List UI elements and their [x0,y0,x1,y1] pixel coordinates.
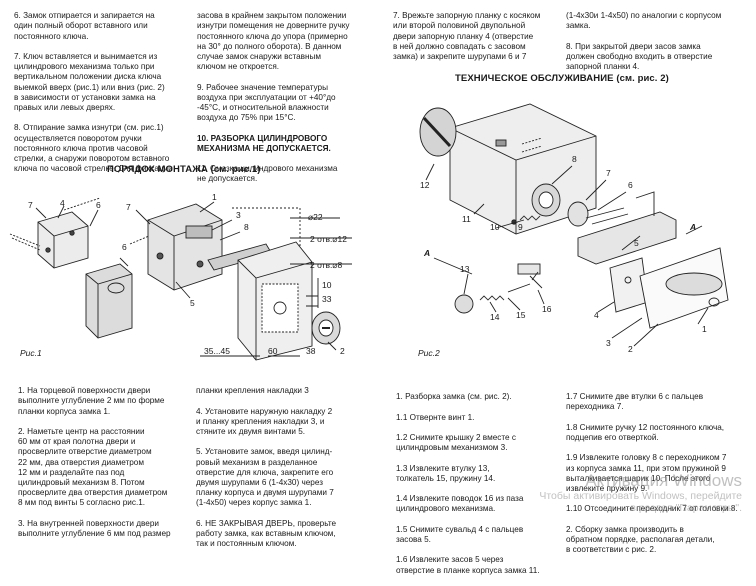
fig1-label-6a: 6 [96,200,101,210]
paragraph: 1.5 Снимите сувальд 4 с пальцев засова 5… [396,524,524,545]
fig2-label-11: 11 [462,214,471,224]
fig2-label-12: 12 [420,180,430,190]
inner-plate-shape [37,211,89,269]
fig2-label-8: 8 [572,154,577,164]
paragraph: 7. Врежьте запорную планку с косяком или… [393,11,541,62]
paragraph: 5. Установите замок, введя цилинд- ровый… [196,447,334,508]
column3-top: 7. Врежьте запорную планку с косяком или… [393,1,573,72]
bold-warning: 10. РАЗБОРКА ЦИЛИНДРОВОГО МЕХАНИЗМА НЕ Д… [197,133,331,153]
fig1-dim-10: 10 [322,280,332,290]
fig1-dim-38: 38 [306,346,316,356]
fig2-label-4: 4 [594,310,599,320]
fig2-label-3: 3 [606,338,611,348]
fig2-view-a-left: А [423,248,430,258]
fig1-label-4: 4 [60,198,65,208]
paragraph: 11. Смазка цилиндрового механизма не доп… [197,164,338,184]
bolt-shape [577,211,677,265]
paragraph: 8. Отпирание замка изнутри (см. рис.1) о… [14,123,173,174]
figure-1-caption: Рис.1 [20,348,42,358]
paragraph: 1.8 Снимите ручку 12 постоянного ключа, … [566,422,725,443]
fig1-dim-12: 2 отв.⌀12 [310,234,347,244]
fig2-label-7: 7 [606,168,611,178]
fig1-dim-33: 33 [322,294,332,304]
column2-bottom: планки крепления накладки 3 4. Установит… [196,376,378,560]
paragraph: 6. НЕ ЗАКРЫВАЯ ДВЕРЬ, проверьте работу з… [196,518,337,549]
paragraph: 1.4 Извлеките поводок 16 из паза цилиндр… [396,494,524,514]
paragraph: 1.10 Отсоедините переходник 7 от головки… [566,504,738,514]
paragraph: 7. Ключ вставляется и вынимается из цили… [14,52,165,113]
paragraph: засова в крайнем закрытом положении изну… [197,11,350,72]
fig2-label-9: 9 [518,222,523,232]
fig2-label-2: 2 [628,344,633,354]
fig1-label-5: 5 [190,298,195,308]
paragraph: планки крепления накладки 3 [196,386,309,396]
paragraph: 1.3 Извлеките втулку 13, толкатель 15, п… [396,463,496,483]
watermark-subtitle: Чтобы активировать Windows, перейдите в … [539,490,742,514]
column4-top: (1-4х30и 1-4х50) по аналогии с корпусом … [566,1,751,83]
manual-page: 6. Замок отпирается и запирается на один… [9,1,751,575]
watermark-title: Активация Windows [585,471,742,490]
column1-top: 6. Замок отпирается и запирается на один… [14,1,194,185]
paragraph: 1.2 Снимите крышку 2 вместе с цилиндровы… [396,433,516,453]
paragraph: 3. На внутренней поверхности двери выпол… [18,518,171,539]
fig1-label-1: 1 [212,192,217,202]
fig2-label-16: 16 [542,304,552,314]
windows-activation-watermark: Активация Windows Чтобы активировать Win… [532,471,742,514]
fig2-label-6: 6 [628,180,633,190]
fig2-label-5: 5 [634,238,639,248]
paragraph: 9. Рабочее значение температуры воздуха … [197,82,336,123]
paragraph: 1.1 Отвернте винт 1. [396,412,475,422]
paragraph: 1.6 Извлеките засов 5 через отверстие в … [396,555,540,575]
lock-body-shape [147,203,223,291]
paragraph: 1. Разборка замка (см. рис. 2). [396,392,512,402]
fig1-dim-22: ⌀22 [308,212,323,222]
handle-shape [85,263,133,339]
fig1-dim-35-45: 35...45 [204,346,230,356]
fig2-label-13: 13 [460,264,470,274]
fig1-dim-8: 2 отв.⌀8 [310,260,343,270]
fig2-label-15: 15 [516,310,526,320]
fig2-label-10: 10 [490,222,500,232]
fig1-label-8: 8 [244,222,249,232]
paragraph: 1. На торцевой поверхности двери выполни… [18,386,165,416]
fig1-dim-60: 60 [268,346,278,356]
fig1-label-2: 2 [340,346,345,356]
paragraph: 1.7 Снимите две втулки 6 с пальцев перех… [566,392,704,412]
figure-1-assembly-drawing: 7 4 6 7 1 3 8 6 ⌀22 2 отв.⌀12 2 отв.⌀8 5… [9,192,352,361]
figure-2-exploded-drawing: 12 11 8 7 6 10 9 13 14 15 16 5 4 3 2 1 А… [419,103,729,354]
fig1-label-6b: 6 [122,242,127,252]
maintenance-heading: ТЕХНИЧЕСКОЕ ОБСЛУЖИВАНИЕ (см. рис. 2) [455,73,669,84]
paragraph: (1-4х30и 1-4х50) по аналогии с корпусом … [566,11,722,31]
fig2-view-a-right: А [689,222,696,232]
column2-top: засова в крайнем закрытом положении изну… [197,1,377,195]
mounting-heading: ПОРЯДОК МОНТАЖА (см. рис.1) [107,164,261,175]
paragraph: 2. Наметьте центр на расстоянии 60 мм от… [18,427,168,508]
fig1-label-3: 3 [236,210,241,220]
paragraph: 6. Замок отпирается и запирается на один… [14,11,155,41]
paragraph: 4. Установите наружную накладку 2 и план… [196,406,333,437]
column1-bottom: 1. На торцевой поверхности двери выполни… [18,376,198,549]
fig2-label-1: 1 [702,324,707,334]
paragraph: 1.9 Извлеките головку 8 с переходником 7… [566,453,727,494]
fig2-label-14: 14 [490,312,500,322]
paragraph: 8. При закрытой двери засов замка должен… [566,41,713,72]
fig1-label-7b: 7 [126,202,131,212]
fig1-label-7a: 7 [28,200,33,210]
paragraph: 2. Сборку замка производить в обратном п… [566,524,715,555]
figure-2-caption: Рис.2 [418,348,440,358]
